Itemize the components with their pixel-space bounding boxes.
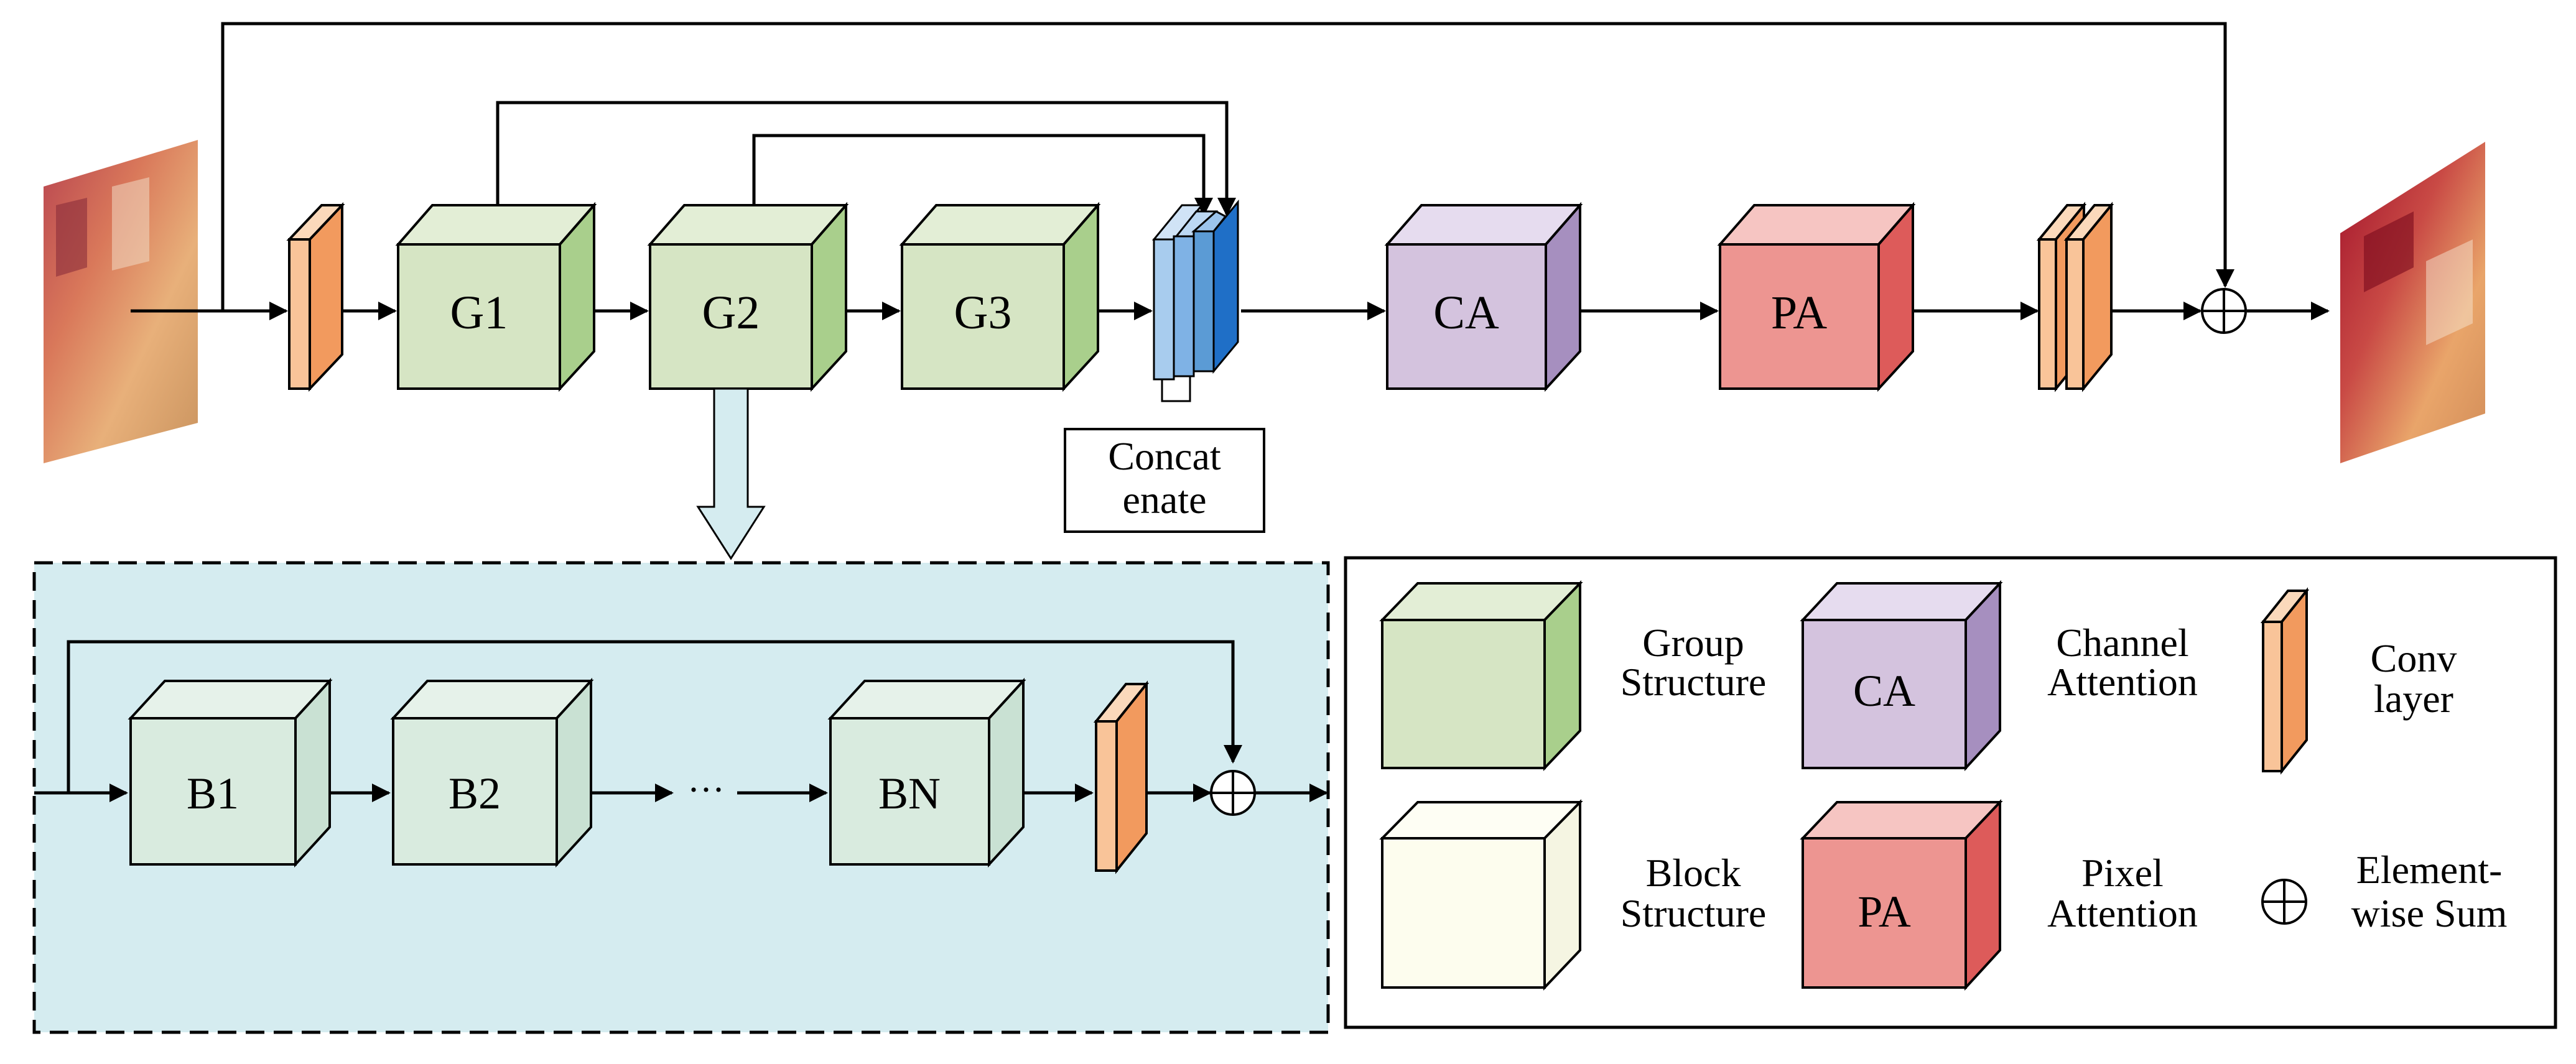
b2-label: B2 [449, 769, 501, 818]
conv-layers-output [2036, 201, 2114, 392]
b1-label: B1 [187, 769, 239, 818]
concatenate-label-line2: enate [1123, 478, 1207, 522]
legend-ca-box-label: CA [1853, 666, 1915, 716]
legend-pa-cube [1800, 798, 2003, 991]
concatenate-label-box [1064, 428, 1265, 533]
legend-pixel-label-1: Pixel [2081, 851, 2164, 895]
g3-label: G3 [954, 287, 1012, 339]
legend-conv-label-2: layer [2374, 677, 2453, 721]
bn-label: BN [878, 769, 941, 818]
block-conv-layer [1093, 680, 1150, 874]
channel-attention-block [1384, 201, 1583, 392]
legend-block-label-1: Block [1646, 851, 1741, 895]
legend-sum-icon [2261, 879, 2307, 925]
legend-block-label-2: Structure [1620, 891, 1767, 935]
g1-skip-to-concat [496, 101, 1236, 216]
legend-group-label-2: Structure [1620, 660, 1767, 704]
expand-g2-arrow [696, 387, 766, 560]
group-block-g3 [899, 201, 1101, 392]
element-wise-sum-block [1210, 770, 1256, 816]
concatenate-label-line1: Concat [1108, 434, 1221, 478]
group-block-g1 [395, 201, 597, 392]
legend-pixel-label-2: Attention [2047, 891, 2198, 935]
legend-group-cube [1379, 580, 1583, 772]
legend-channel-label-2: Attention [2047, 660, 2198, 704]
global-skip-connection [221, 22, 2234, 311]
conv-layer-1 [286, 201, 345, 392]
block-b2 [390, 677, 594, 868]
legend-ca-cube [1800, 580, 2003, 772]
legend-conv-layer [2260, 587, 2310, 775]
legend-sum-label-1: Element- [2356, 848, 2503, 892]
g2-skip-to-concat [752, 134, 1213, 216]
legend-pa-box-label: PA [1858, 887, 1910, 937]
element-wise-sum-main [2201, 288, 2247, 334]
g2-label: G2 [702, 287, 760, 339]
hazy-input-image [44, 140, 198, 463]
g1-label: G1 [450, 287, 508, 339]
pixel-attention-block [1717, 201, 1916, 392]
dehazed-output-image [2340, 142, 2485, 463]
legend-sum-label-2: wise Sum [2351, 891, 2508, 935]
concat-stack [1151, 199, 1239, 402]
legend-block-cube [1379, 799, 1583, 991]
block-skip-connection [67, 640, 1242, 793]
legend-group-label-1: Group [1642, 621, 1744, 665]
pa-label: PA [1771, 287, 1827, 339]
block-bn [827, 677, 1026, 868]
legend-conv-label-1: Conv [2371, 636, 2457, 680]
ellipsis: ··· [687, 769, 725, 810]
block-b1 [128, 677, 333, 868]
legend-channel-label-1: Channel [2056, 621, 2188, 665]
ca-label: CA [1433, 287, 1499, 339]
group-block-g2 [647, 201, 849, 392]
